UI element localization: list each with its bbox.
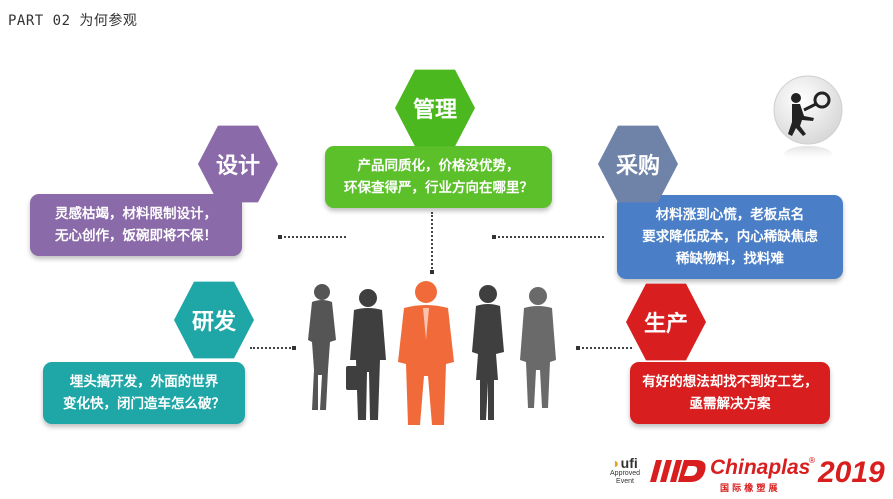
person-silhouette (308, 284, 336, 410)
rnd-text: 埋头搞开发，外面的世界 变化快，闭门造车怎么破？ (63, 373, 225, 412)
purchase-hexagon: 采购 (598, 125, 678, 203)
ufi-text: ufi (620, 455, 638, 471)
connector-cap (492, 235, 496, 239)
production-box: 有好的想法却找不到好工艺， 亟需解决方案 (630, 362, 830, 424)
management-box: 产品同质化，价格没优势， 环保查得严，行业方向在哪里？ (325, 146, 552, 208)
connector-management (431, 212, 433, 272)
management-hexagon: 管理 (395, 69, 475, 147)
searching-person-icon (770, 74, 846, 164)
ufi-subtext: Approved Event (610, 470, 640, 485)
connector-purchase (494, 236, 604, 238)
production-text: 有好的想法却找不到好工艺， 亟需解决方案 (642, 373, 818, 412)
year: 2019 (818, 456, 885, 489)
ufi-logo: ◗ufi Approved Event (604, 456, 646, 496)
person-silhouette (520, 287, 556, 408)
connector-rnd (250, 347, 294, 349)
connector-design (280, 236, 346, 238)
person-silhouette (346, 289, 386, 420)
management-text: 产品同质化，价格没优势， 环保查得严，行业方向在哪里？ (344, 157, 533, 196)
purchase-title: 采购 (615, 154, 660, 179)
design-title: 设计 (215, 154, 260, 179)
business-people-silhouettes (300, 280, 570, 425)
chinaplas-mark-icon (650, 460, 706, 482)
management-title: 管理 (412, 98, 457, 123)
design-box: 灵感枯竭，材料限制设计， 无心创作，饭碗即将不保！ (30, 194, 242, 256)
connector-cap (576, 346, 580, 350)
purchase-text: 材料涨到心慌，老板点名 要求降低成本，内心稀缺焦虑 稀缺物料，找料难 (642, 206, 818, 268)
rnd-hexagon: 研发 (174, 281, 254, 359)
page-header: PART 02 为何参观 (8, 13, 138, 29)
rnd-box: 埋头搞开发，外面的世界 变化快，闭门造车怎么破？ (43, 362, 245, 424)
connector-cap (278, 235, 282, 239)
rnd-title: 研发 (191, 310, 236, 335)
connector-cap (430, 270, 434, 274)
person-silhouette (472, 285, 504, 420)
trademark: ® (808, 456, 816, 465)
connector-production (578, 347, 632, 349)
connector-cap (292, 346, 296, 350)
brand-chinese: 国 际 橡 塑 展 (720, 484, 778, 494)
production-title: 生产 (643, 312, 688, 337)
brand-name: Chinaplas (710, 456, 811, 479)
purchase-box: 材料涨到心慌，老板点名 要求降低成本，内心稀缺焦虑 稀缺物料，找料难 (617, 195, 843, 279)
person-silhouette (398, 281, 454, 425)
production-hexagon: 生产 (626, 283, 706, 361)
chinaplas-logo: Chinaplas ® 国 际 橡 塑 展 2019 (650, 456, 890, 496)
design-hexagon: 设计 (198, 125, 278, 203)
design-text: 灵感枯竭，材料限制设计， 无心创作，饭碗即将不保！ (55, 205, 217, 244)
